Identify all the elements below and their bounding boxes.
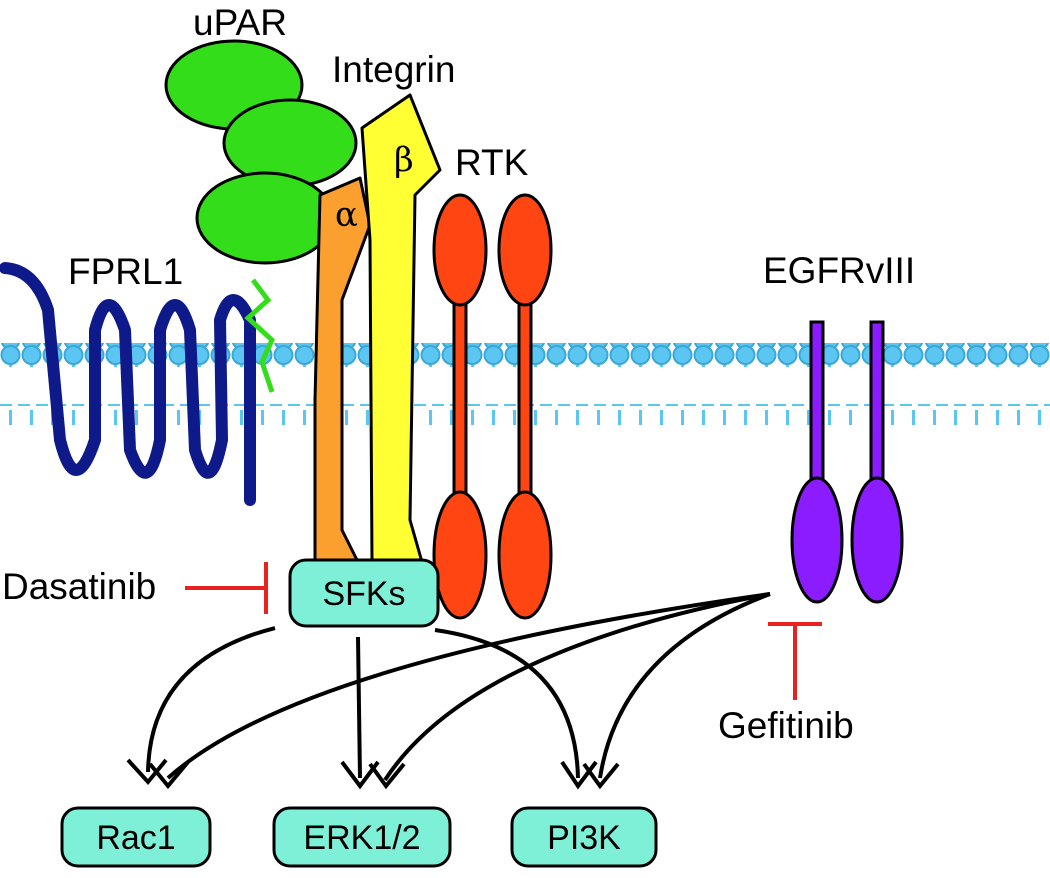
egfrviii-left: [790, 476, 844, 604]
upar-label: uPAR: [193, 2, 287, 43]
rtk-upper-right: [497, 193, 553, 307]
arrow-sfks-pi3k: [434, 628, 580, 779]
upar-domain-2: [222, 98, 358, 188]
integrin: [313, 93, 442, 564]
rac1-node: Rac1: [60, 806, 212, 868]
upar-receptor: [164, 39, 358, 393]
gefitinib-label: Gefitinib: [718, 705, 854, 746]
integrin-label: Integrin: [332, 49, 455, 90]
arrow-sfks-rac1: [146, 626, 276, 773]
upar-domain-3: [195, 171, 335, 265]
fprl1-label: FPRL1: [68, 251, 183, 292]
erk-node: ERK1/2: [272, 806, 452, 868]
pi3k-node: PI3K: [510, 806, 658, 868]
rtk-lower-left: [432, 490, 488, 620]
arrow-egfr-rac1: [166, 592, 771, 780]
sfks-node: SFKs: [288, 558, 440, 628]
gefitinib-inhibition: [768, 622, 822, 700]
activation-arrows: [126, 592, 771, 790]
egfrviii-receptor: [790, 320, 904, 604]
rac1-label: Rac1: [96, 819, 175, 857]
dasatinib-inhibition: [185, 562, 268, 614]
integrin-beta: [360, 93, 442, 564]
arrow-egfr-erk: [383, 592, 771, 782]
erk-label: ERK1/2: [303, 819, 420, 857]
integrin-alpha: [313, 176, 372, 564]
sfks-label: SFKs: [322, 575, 405, 613]
fprl1-receptor: [0, 262, 256, 506]
alpha-subunit-label: α: [335, 195, 358, 235]
beta-subunit-label: β: [394, 140, 414, 180]
arrow-egfr-pi3k: [598, 592, 771, 779]
rtk-lower-right: [497, 490, 553, 620]
egfrviii-right: [850, 476, 904, 604]
arrow-sfks-erk: [356, 636, 362, 779]
pi3k-label: PI3K: [547, 819, 621, 857]
dasatinib-label: Dasatinib: [2, 566, 156, 607]
rtk-label: RTK: [455, 142, 529, 183]
egfrviii-label: EGFRvIII: [763, 250, 915, 291]
rtk-upper-left: [432, 193, 488, 307]
rtk-receptor: [432, 193, 553, 620]
